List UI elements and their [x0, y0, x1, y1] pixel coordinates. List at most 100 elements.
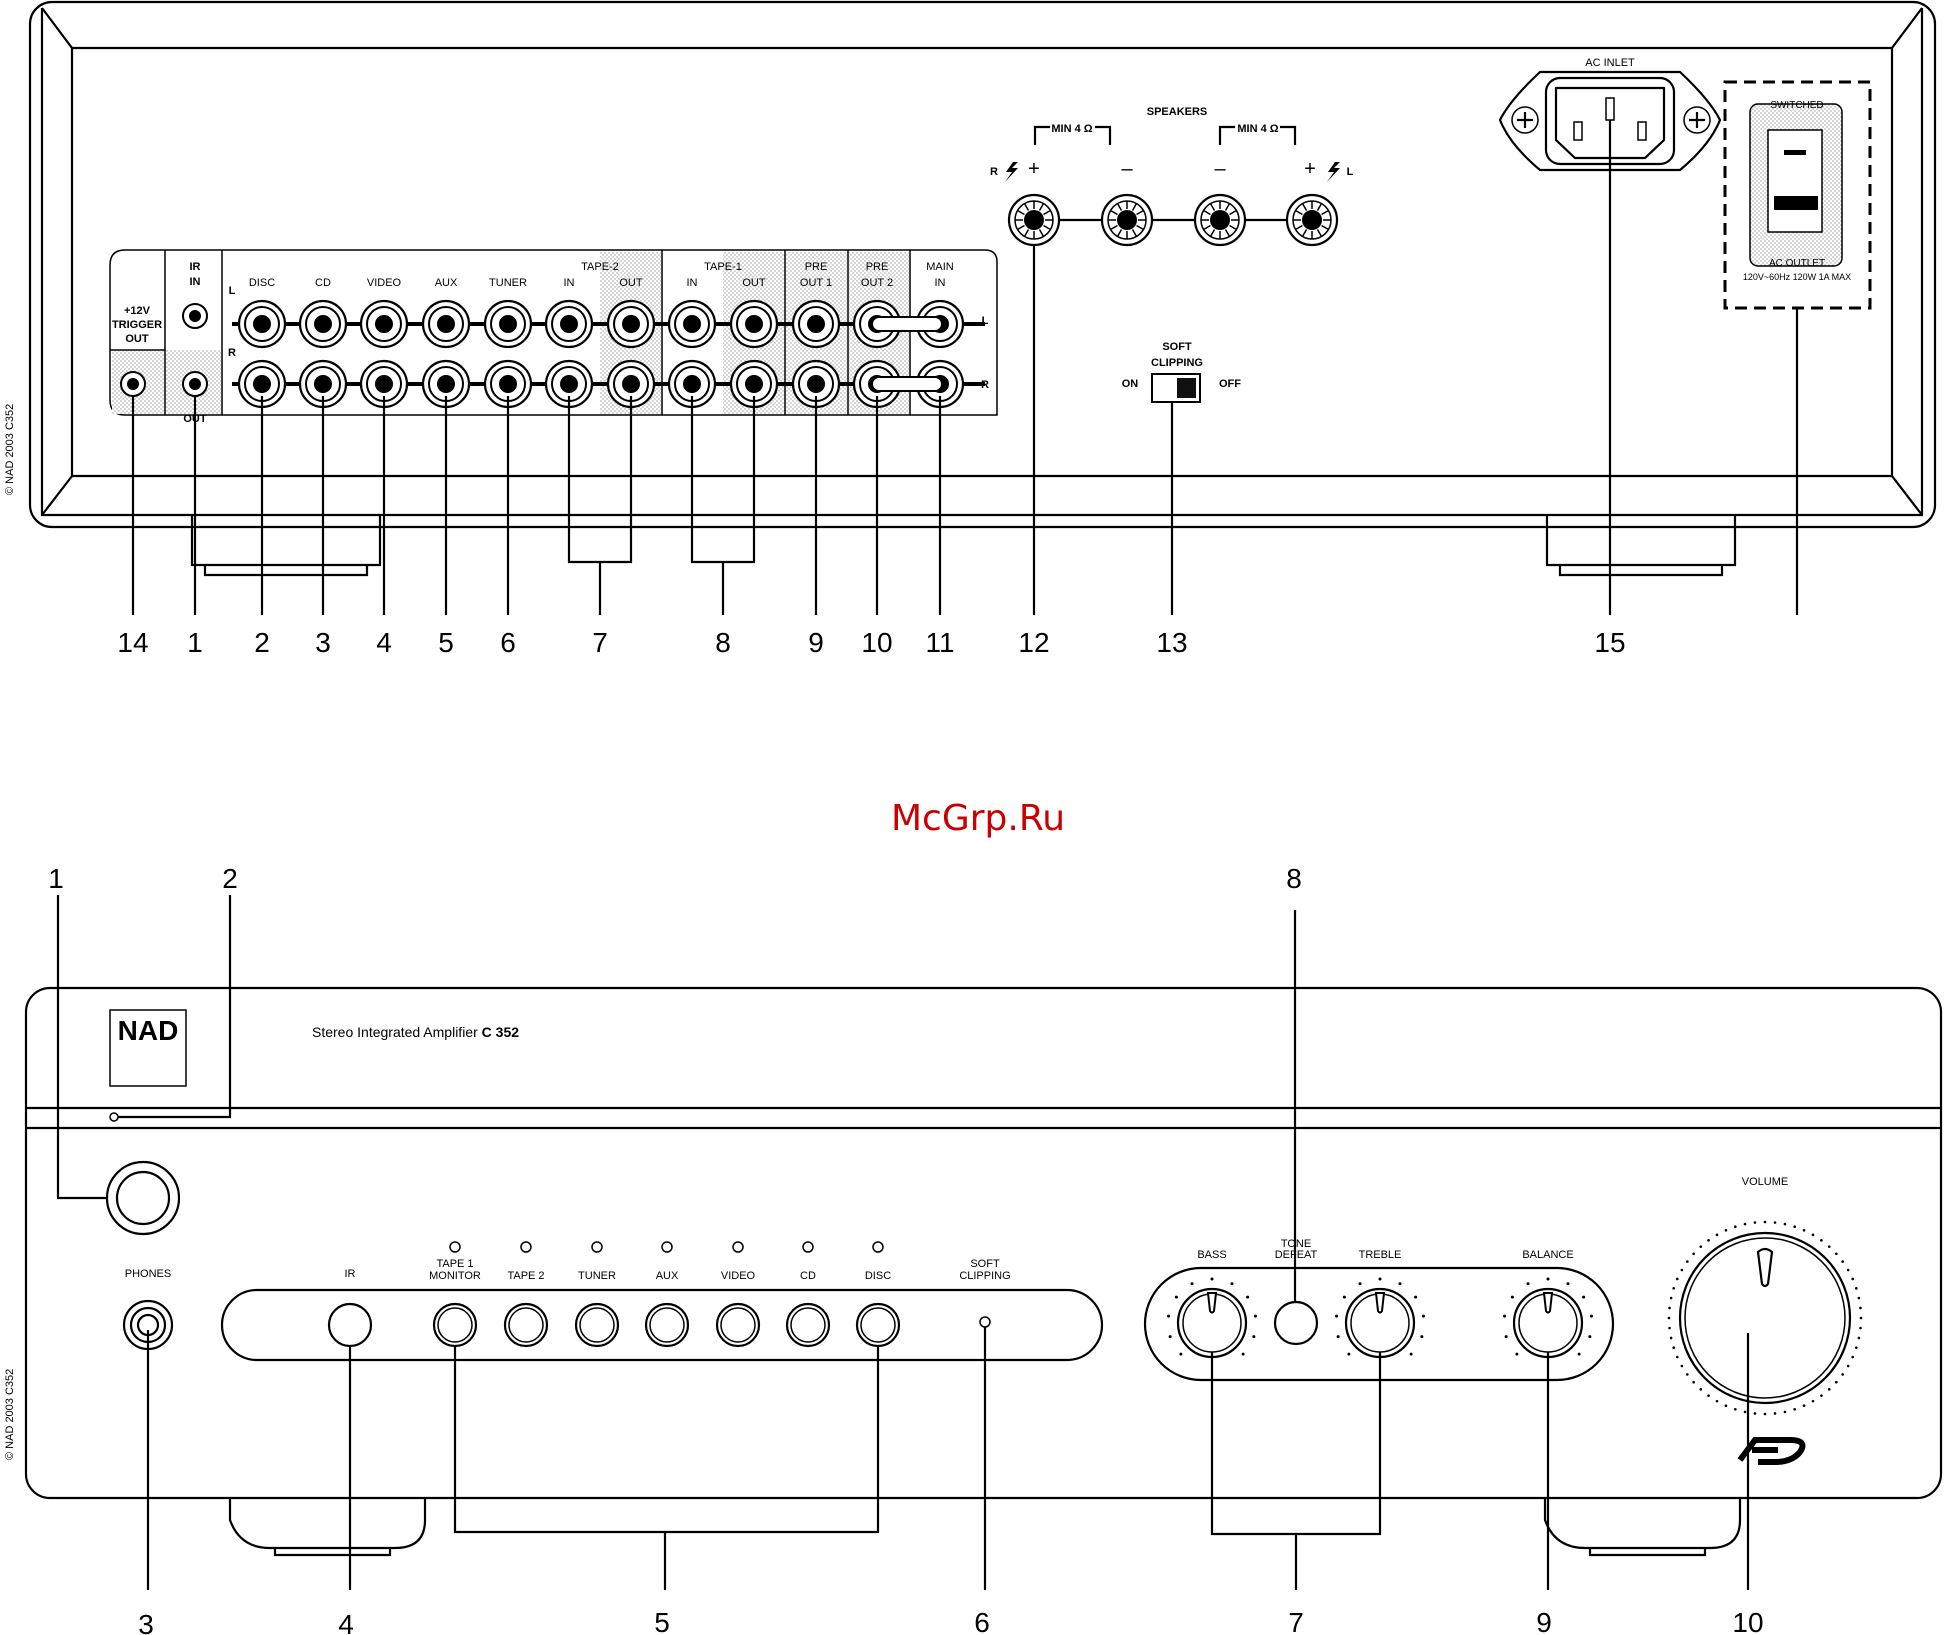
source-button-6[interactable] — [785, 1302, 831, 1348]
input-video-label: VIDEO — [367, 277, 402, 289]
source-led-2 — [520, 1241, 532, 1253]
callout-11: 11 — [925, 627, 954, 658]
speaker-post-1[interactable] — [1007, 193, 1061, 247]
rca-jack-right-9[interactable] — [729, 359, 779, 409]
copyright-rear: © NAD 2003 C352 — [4, 404, 16, 495]
spk-r-plus: + — [1028, 158, 1040, 180]
rca-jack-left-3[interactable] — [359, 299, 409, 349]
treble-knob[interactable] — [1335, 1277, 1425, 1359]
switch-on-label: ON — [1122, 378, 1139, 390]
rear-panel: +12V TRIGGER OUT IR IN OUT L R L R DISC … — [4, 0, 1937, 658]
ir-in-label-1: IR — [190, 261, 201, 273]
ac-outlet[interactable]: SWITCHED AC OUTLET 120V~60Hz 120W 1A MAX — [1723, 80, 1872, 310]
source-led-7 — [872, 1241, 884, 1253]
rca-jack-right-3[interactable] — [359, 359, 409, 409]
rca-jack-left-1[interactable] — [237, 299, 287, 349]
source-led-4 — [661, 1241, 673, 1253]
ir-label: IR — [345, 1268, 356, 1280]
source-label-2: TAPE 2 — [507, 1270, 544, 1282]
source-button-3[interactable] — [574, 1302, 620, 1348]
bass-knob[interactable] — [1167, 1277, 1257, 1359]
source-led-5 — [732, 1241, 744, 1253]
ac-outlet-label: AC OUTLET — [1769, 258, 1825, 269]
rca-jack-left-9[interactable] — [729, 299, 779, 349]
rca-jack-right-10[interactable] — [791, 359, 841, 409]
lightning-icon — [1005, 162, 1018, 182]
rca-jack-right-5[interactable] — [483, 359, 533, 409]
speaker-post-3[interactable] — [1193, 193, 1247, 247]
jumper-left[interactable] — [871, 316, 943, 332]
soft-clipping-led — [979, 1316, 991, 1328]
ir-out-jack[interactable] — [182, 371, 208, 397]
callout-8: 8 — [1286, 863, 1302, 894]
rca-jack-left-5[interactable] — [483, 299, 533, 349]
tape2-in-label: IN — [564, 277, 575, 289]
trigger-out-jack[interactable] — [120, 371, 146, 397]
source-button-7[interactable] — [855, 1302, 901, 1348]
source-button-4[interactable] — [644, 1302, 690, 1348]
rca-jack-right-1[interactable] — [237, 359, 287, 409]
rear-foot-right — [1545, 515, 1737, 577]
front-chassis-outline — [24, 986, 1943, 1500]
speaker-post-2[interactable] — [1100, 193, 1154, 247]
rca-jack-right-8[interactable] — [667, 359, 717, 409]
rear-chassis-outline — [28, 0, 1937, 529]
callout-1: 1 — [48, 863, 64, 894]
rear-inner-frame — [72, 46, 1892, 478]
source-label-6: CD — [800, 1270, 816, 1282]
channel-r-label-right: R — [981, 379, 989, 391]
rca-jack-right-6[interactable] — [544, 359, 594, 409]
rca-jack-left-6[interactable] — [544, 299, 594, 349]
switch-off-label: OFF — [1219, 378, 1241, 390]
front-panel: NAD Stereo Integrated Amplifier C 352 PH… — [4, 863, 1943, 1635]
source-label-7: DISC — [865, 1270, 891, 1282]
tape1-label: TAPE-1 — [704, 261, 742, 273]
rear-chassis-bezel — [40, 8, 1924, 517]
soft-clipping-switch[interactable]: SOFT CLIPPING ON OFF — [1122, 341, 1242, 403]
rca-jack-right-7[interactable] — [606, 359, 656, 409]
ac-inlet[interactable]: AC INLET — [1498, 57, 1722, 172]
rca-jack-left-8[interactable] — [667, 299, 717, 349]
power-button[interactable] — [105, 1160, 181, 1236]
callout-5: 5 — [438, 627, 454, 658]
nad-logo — [109, 1009, 187, 1087]
input-cd-label: CD — [315, 277, 331, 289]
rca-jack-left-10[interactable] — [791, 299, 841, 349]
speaker-posts — [1007, 193, 1339, 247]
callout-6: 6 — [500, 627, 516, 658]
callout-2: 2 — [222, 863, 238, 894]
rca-jack-left-4[interactable] — [421, 299, 471, 349]
callout-5: 5 — [654, 1607, 670, 1635]
speaker-post-4[interactable] — [1285, 193, 1339, 247]
source-button-2[interactable] — [503, 1302, 549, 1348]
tone-knobs — [1167, 1277, 1593, 1359]
balance-knob[interactable] — [1503, 1277, 1593, 1359]
min-ohm-label-left: MIN 4 Ω — [1237, 123, 1278, 135]
callout-6: 6 — [974, 1607, 990, 1635]
tone-defeat-button[interactable] — [1273, 1300, 1319, 1346]
ac-inlet-label: AC INLET — [1585, 57, 1635, 69]
source-button-1[interactable] — [432, 1302, 478, 1348]
rca-jack-left-7[interactable] — [606, 299, 656, 349]
rca-jack-right-4[interactable] — [421, 359, 471, 409]
screw-icon — [1689, 112, 1705, 128]
min-ohm-label-right: MIN 4 Ω — [1051, 123, 1092, 135]
rca-jack-left-2[interactable] — [298, 299, 348, 349]
source-led-3 — [591, 1241, 603, 1253]
lightning-icon — [1327, 162, 1340, 182]
callout-8: 8 — [715, 627, 731, 658]
trigger-label-3: OUT — [125, 333, 149, 345]
rca-jack-right-2[interactable] — [298, 359, 348, 409]
source-button-5[interactable] — [715, 1302, 761, 1348]
speakers-label: SPEAKERS — [1147, 106, 1208, 118]
front-leader-lines — [56, 895, 1750, 1590]
callout-3: 3 — [315, 627, 331, 658]
ir-in-label-2: IN — [190, 276, 201, 288]
rca-jacks — [237, 299, 965, 409]
input-disc-label: DISC — [249, 277, 275, 289]
ir-in-jack[interactable] — [182, 303, 208, 329]
volume-knob[interactable] — [1667, 1220, 1863, 1416]
callout-1: 1 — [187, 627, 203, 658]
jumper-right[interactable] — [871, 376, 943, 392]
